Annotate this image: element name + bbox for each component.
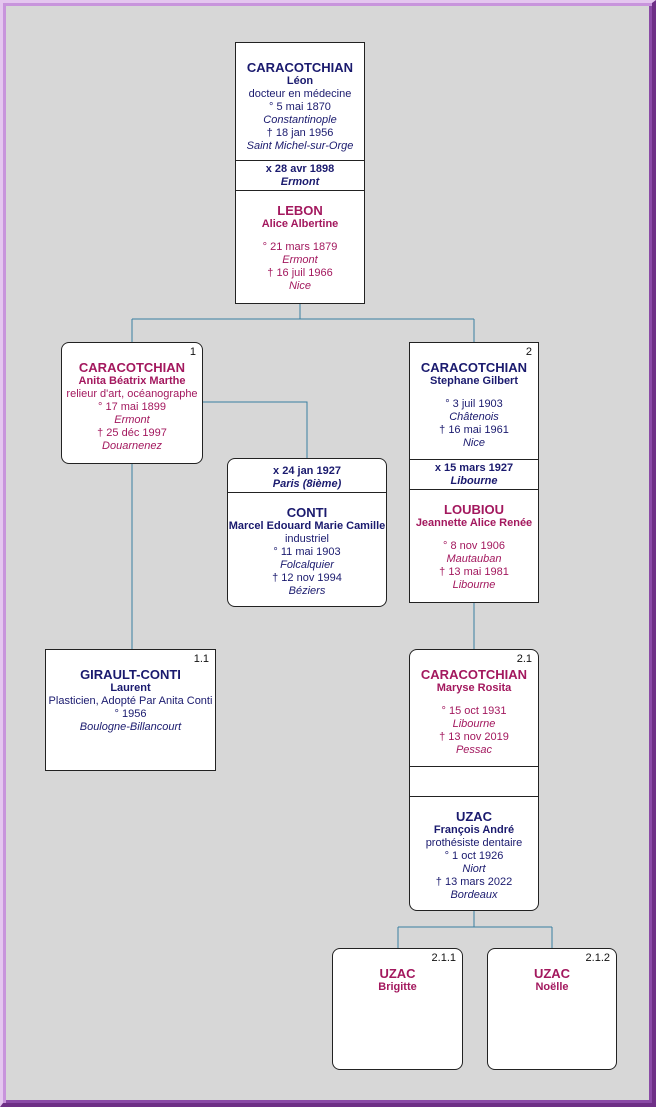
person-lastname: GIRAULT-CONTI <box>80 667 181 682</box>
spouse-lastname: LEBON <box>277 203 323 218</box>
spouse-section: LOUBIOU Jeannette Alice Renée ° 8 nov 19… <box>410 489 538 592</box>
person-number: 2.1 <box>516 653 532 665</box>
spouse-death-place: Libourne <box>452 579 496 591</box>
marriage-date: x 24 jan 1927 <box>273 465 341 477</box>
birth-place: Boulogne-Billancourt <box>79 721 182 733</box>
person-number: 2 <box>525 346 532 358</box>
death-date: † 18 jan 1956 <box>266 127 334 139</box>
marriage-section: x 28 avr 1898 Ermont <box>236 160 364 192</box>
marriage-place: Ermont <box>280 176 320 188</box>
person-firstname: Maryse Rosita <box>436 682 512 694</box>
marriage-place: Paris (8ième) <box>272 478 342 490</box>
person-firstname: Laurent <box>110 682 151 694</box>
marriage-date: x 15 mars 1927 <box>434 462 514 474</box>
marriage-date: x 28 avr 1898 <box>265 163 335 175</box>
birth-place: Libourne <box>452 718 496 730</box>
marriage-place: Libourne <box>450 475 498 487</box>
spouse-death-place: Bordeaux <box>450 889 498 901</box>
person-occupation: Plasticien, Adopté Par Anita Conti <box>48 695 213 707</box>
person-firstname: Brigitte <box>378 981 417 993</box>
person-number: 1 <box>189 346 196 358</box>
person-box-brigitte[interactable]: 2.1.1 UZAC Brigitte <box>332 948 463 1070</box>
root-to-children-line <box>131 303 475 342</box>
spouse-section: UZAC François André prothésiste dentaire… <box>410 796 538 902</box>
spouse-firstname: Marcel Edouard Marie Camille <box>228 520 386 532</box>
birth-date: ° 3 juil 1903 <box>445 398 503 410</box>
spouse-lastname: LOUBIOU <box>444 502 504 517</box>
person-lastname: CARACOTCHIAN <box>420 667 528 682</box>
person-lastname: CARACOTCHIAN <box>78 360 186 375</box>
birth-place: Ermont <box>114 414 150 426</box>
person-box-maryse[interactable]: 2.1 CARACOTCHIAN Maryse Rosita ° 15 oct … <box>409 649 539 911</box>
spouse-occupation: prothésiste dentaire <box>425 837 523 849</box>
spouse-death-date: † 16 juil 1966 <box>267 267 333 279</box>
marriage-section: x 24 jan 1927 Paris (8ième) <box>228 459 386 492</box>
spouse-section: LEBON Alice Albertine ° 21 mars 1879 Erm… <box>236 190 364 293</box>
person-firstname: Noëlle <box>535 981 569 993</box>
maryse-to-children-line <box>397 910 553 948</box>
person-box-noelle[interactable]: 2.1.2 UZAC Noëlle <box>487 948 617 1070</box>
spouse-birth-date: ° 21 mars 1879 <box>262 241 338 253</box>
birth-date: ° 1956 <box>114 708 147 720</box>
person-box-stephane[interactable]: 2 CARACOTCHIAN Stephane Gilbert ° 3 juil… <box>409 342 539 603</box>
person-lastname: UZAC <box>533 966 571 981</box>
spouse-section: CONTI Marcel Edouard Marie Camille indus… <box>228 492 386 598</box>
death-date: † 16 mai 1961 <box>439 424 509 436</box>
spouse-birth-place: Niort <box>462 863 486 875</box>
person-firstname: Léon <box>286 75 314 87</box>
death-date: † 25 déc 1997 <box>97 427 167 439</box>
spouse-occupation: industriel <box>284 533 330 545</box>
death-place: Saint Michel-sur-Orge <box>246 140 354 152</box>
person-firstname: Stephane Gilbert <box>429 375 519 387</box>
spouse-firstname: Jeannette Alice Renée <box>415 517 533 529</box>
spouse-box-conti[interactable]: x 24 jan 1927 Paris (8ième) CONTI Marcel… <box>227 458 387 607</box>
person-lastname: CARACOTCHIAN <box>420 360 528 375</box>
person-lastname: CARACOTCHIAN <box>246 60 354 75</box>
person-number: 1.1 <box>193 653 209 665</box>
marriage-section <box>410 766 538 796</box>
root-couple-box[interactable]: CARACOTCHIAN Léon docteur en médecine ° … <box>235 42 365 304</box>
marriage-section: x 15 mars 1927 Libourne <box>410 459 538 491</box>
birth-place: Constantinople <box>263 114 337 126</box>
death-place: Douarnenez <box>102 440 162 452</box>
spouse-birth-date: ° 1 oct 1926 <box>444 850 504 862</box>
birth-place: Châtenois <box>449 411 499 423</box>
spouse-firstname: François André <box>433 824 515 836</box>
person-number: 2.1.1 <box>431 952 456 964</box>
spouse-birth-place: Ermont <box>282 254 318 266</box>
birth-date: ° 17 mai 1899 <box>98 401 166 413</box>
spouse-death-place: Béziers <box>288 585 326 597</box>
anita-to-marriage-line <box>203 401 308 458</box>
spouse-birth-date: ° 8 nov 1906 <box>443 540 505 552</box>
spouse-birth-place: Folcalquier <box>280 559 334 571</box>
birth-date: ° 5 mai 1870 <box>269 101 331 113</box>
person-number: 2.1.2 <box>585 952 610 964</box>
person-occupation: relieur d'art, océanographe <box>66 388 198 400</box>
person-occupation: docteur en médecine <box>248 88 352 100</box>
person-box-laurent[interactable]: 1.1 GIRAULT-CONTI Laurent Plasticien, Ad… <box>45 649 216 771</box>
spouse-death-date: † 13 mars 2022 <box>435 876 513 888</box>
spouse-lastname: UZAC <box>455 809 493 824</box>
spouse-death-place: Nice <box>288 280 311 292</box>
person-lastname: UZAC <box>379 966 416 981</box>
death-date: † 13 nov 2019 <box>439 731 509 743</box>
person-firstname: Anita Béatrix Marthe <box>78 375 186 387</box>
spouse-firstname: Alice Albertine <box>261 218 339 230</box>
death-place: Pessac <box>455 744 493 756</box>
birth-date: ° 15 oct 1931 <box>441 705 507 717</box>
spouse-death-date: † 13 mai 1981 <box>439 566 509 578</box>
spouse-birth-date: ° 11 mai 1903 <box>273 546 341 558</box>
death-place: Nice <box>462 437 485 449</box>
person-box-anita[interactable]: 1 CARACOTCHIAN Anita Béatrix Marthe reli… <box>61 342 203 464</box>
spouse-lastname: CONTI <box>286 505 328 520</box>
spouse-birth-place: Mautauban <box>446 553 502 565</box>
spouse-death-date: † 12 nov 1994 <box>272 572 342 584</box>
